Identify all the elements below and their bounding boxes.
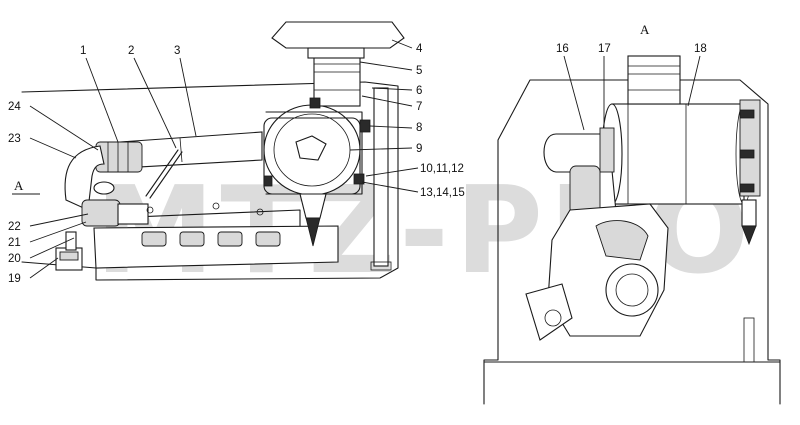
callout-2: 2 — [128, 45, 134, 57]
leader-lines — [12, 39, 701, 279]
callout-5: 5 — [416, 65, 422, 77]
callout-18: 18 — [694, 43, 707, 55]
callout-9: 9 — [416, 143, 422, 155]
view-label-right: A — [640, 22, 650, 37]
callout-21: 21 — [8, 237, 21, 249]
callout-19: 19 — [8, 273, 21, 285]
callout-23: 23 — [8, 133, 21, 145]
callout-17: 17 — [598, 43, 611, 55]
callout-13-14-15: 13,14,15 — [420, 187, 465, 199]
left-side-view — [21, 21, 405, 281]
callout-4: 4 — [416, 43, 423, 55]
right-front-view — [483, 55, 781, 405]
callout-24: 24 — [8, 101, 21, 113]
callout-3: 3 — [174, 45, 180, 57]
callout-10-11-12: 10,11,12 — [420, 163, 464, 175]
view-label-left: A — [14, 178, 24, 193]
callout-22: 22 — [8, 221, 21, 233]
manifold-ports — [141, 231, 281, 247]
callout-1: 1 — [80, 45, 86, 57]
callout-20: 20 — [8, 253, 21, 265]
callout-7: 7 — [416, 101, 422, 113]
callout-16: 16 — [556, 43, 569, 55]
callout-6: 6 — [416, 85, 422, 97]
callout-labels: 1 2 3 4 5 6 7 8 9 10,11,12 13,14,15 24 2… — [8, 43, 707, 285]
callout-8: 8 — [416, 122, 422, 134]
